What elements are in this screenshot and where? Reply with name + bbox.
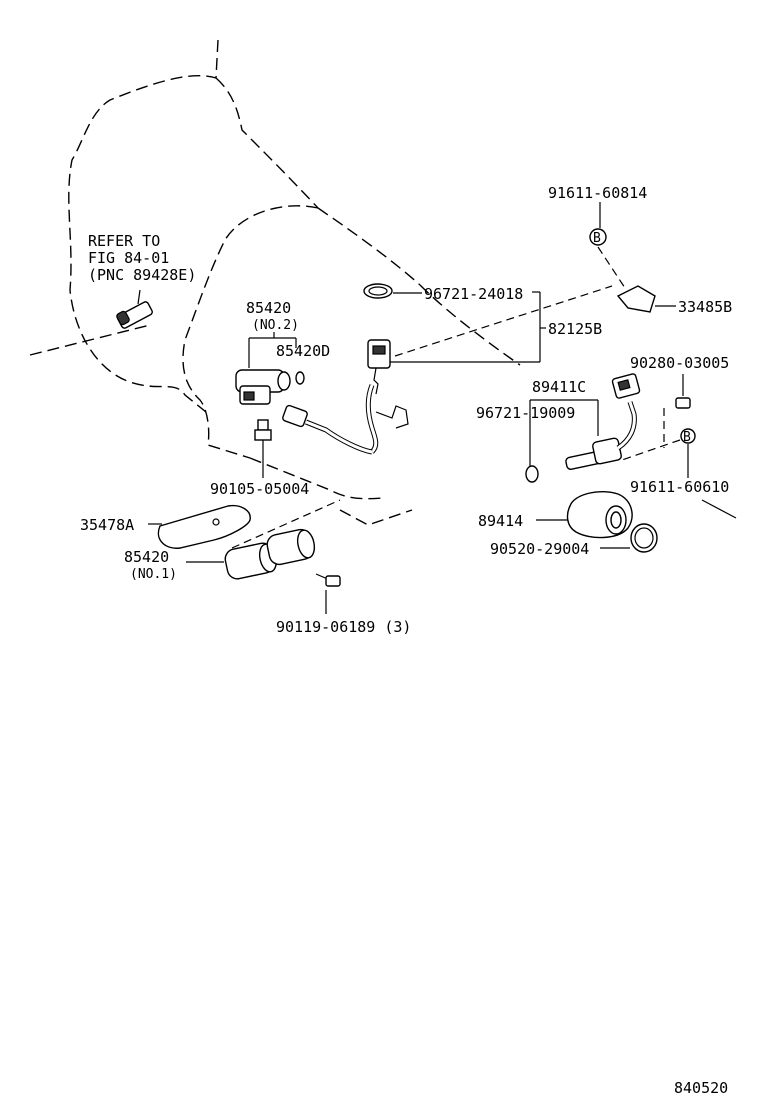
label-91611-60610: 91611-60610 xyxy=(630,478,729,496)
solenoid-85420-no1[interactable] xyxy=(223,528,316,581)
bracket-group-82125B xyxy=(390,291,546,363)
label-35478A: 35478A xyxy=(80,516,134,534)
bracket-33485B[interactable] xyxy=(616,285,656,313)
refer-note-line1: REFER TO xyxy=(88,232,160,250)
o-ring-90520-29004[interactable] xyxy=(630,523,658,553)
bracket-89411C xyxy=(529,399,599,470)
bolt-marker-letter-lower: B xyxy=(683,430,691,445)
label-no2: (NO.2) xyxy=(252,318,299,333)
o-ring-96721-19009[interactable] xyxy=(525,465,539,483)
bolt-90105-05004[interactable] xyxy=(254,419,272,478)
refer-note-line3: (PNC 89428E) xyxy=(88,266,196,284)
label-90520-29004: 90520-29004 xyxy=(490,540,589,558)
wire-harness-82125B[interactable] xyxy=(282,339,409,455)
pin-90280-03005[interactable] xyxy=(675,397,691,409)
label-82125B: 82125B xyxy=(548,320,602,338)
transmission-case-outline xyxy=(29,39,521,413)
o-ring-96721-24018[interactable] xyxy=(363,283,393,299)
label-no1: (NO.1) xyxy=(130,567,177,582)
label-89414: 89414 xyxy=(478,512,523,530)
figure-number: 840520 xyxy=(674,1079,728,1097)
label-96721-24018: 96721-24018 xyxy=(424,285,523,303)
refer-note: REFER TO FIG 84-01 (PNC 89428E) xyxy=(88,232,196,284)
dash-link-bolt-bracket xyxy=(597,246,626,289)
gasket-35478A[interactable] xyxy=(157,504,251,549)
label-91611-60814: 91611-60814 xyxy=(548,184,647,202)
case-edge-right xyxy=(701,499,737,519)
solenoid-85420-no2[interactable] xyxy=(235,369,291,405)
inner-case-outline xyxy=(182,205,413,526)
label-90280-03005: 90280-03005 xyxy=(630,354,729,372)
dash-link-solenoid xyxy=(231,499,341,549)
refer-note-line2: FIG 84-01 xyxy=(88,249,169,267)
dash-link-lower-bolt xyxy=(621,439,681,461)
speed-sensor-plug[interactable] xyxy=(116,289,154,329)
bolt-marker-lower[interactable]: B xyxy=(680,428,696,445)
sensor-89411C[interactable] xyxy=(565,373,641,470)
label-33485B: 33485B xyxy=(678,298,732,316)
label-90105-05004: 90105-05004 xyxy=(210,480,309,498)
bolt-marker-top[interactable]: B xyxy=(589,228,607,246)
label-85420-no1: 85420 xyxy=(124,548,169,566)
o-ring-85420D[interactable] xyxy=(295,371,305,385)
label-96721-19009: 96721-19009 xyxy=(476,404,575,422)
housing-89414[interactable] xyxy=(566,490,633,539)
bolt-90119-06189[interactable] xyxy=(315,573,341,587)
label-85420D: 85420D xyxy=(276,342,330,360)
bracket-85420-no2 xyxy=(248,332,297,368)
label-89411C: 89411C xyxy=(532,378,586,396)
bolt-marker-letter-top: B xyxy=(593,231,601,246)
label-85420-no2: 85420 xyxy=(246,299,291,317)
label-90119-06189: 90119-06189 (3) xyxy=(276,618,411,636)
